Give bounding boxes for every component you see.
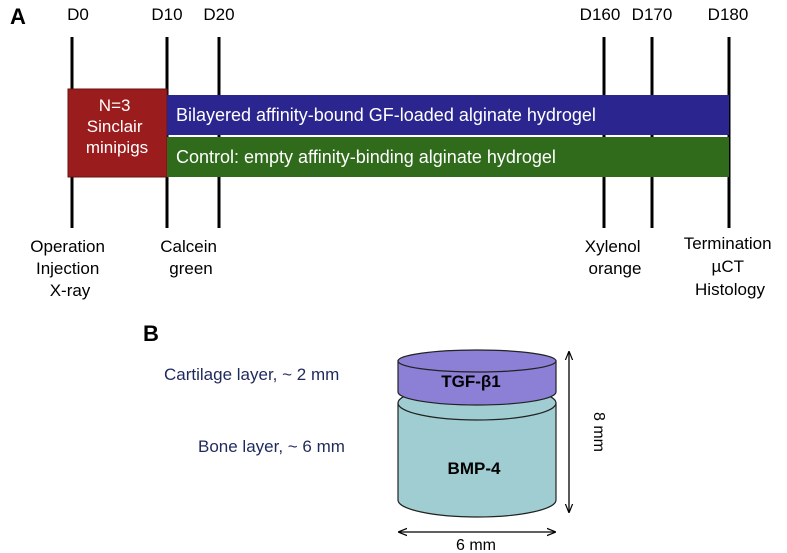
panel-b-label: B [143,321,159,346]
subjects-line-3: minipigs [86,138,148,157]
cartilage-layer-cylinder [397,349,557,406]
subjects-line-1: N=3 [99,96,131,115]
treatment-bar [167,95,729,135]
event-d0: Operation Injection X-ray [30,237,109,300]
control-bar [167,137,729,177]
subjects-text: N=3 Sinclair minipigs [86,96,148,157]
cartilage-layer-label: Cartilage layer, ~ 2 mm [164,365,339,384]
treatment-bar-label: Bilayered affinity-bound GF-loaded algin… [176,105,596,125]
day-label-d10: D10 [151,5,182,24]
day-label-d160: D160 [580,5,621,24]
day-label-d180: D180 [708,5,749,24]
event-d180: Termination µCT Histology [684,234,777,299]
height-dimension-label: 8 mm [590,412,607,452]
panel-a-label: A [10,4,26,29]
day-label-d0: D0 [67,5,89,24]
panel-a: A D0 D10 D20 D160 D170 D180 N=3 Sinclair… [10,4,777,300]
event-d10: Calcein green [160,237,221,278]
bone-layer-cylinder [397,385,557,518]
day-label-d170: D170 [632,5,673,24]
panel-b: B Cartilage layer, ~ 2 mm Bone layer, ~ … [143,321,607,553]
bone-layer-label: Bone layer, ~ 6 mm [198,437,345,456]
top-layer-factor: TGF-β1 [441,372,500,391]
event-d160: Xylenol orange [585,237,646,278]
control-bar-label: Control: empty affinity-binding alginate… [176,147,556,167]
width-dimension-label: 6 mm [456,537,496,553]
day-label-d20: D20 [203,5,234,24]
subjects-box [67,88,168,178]
bottom-layer-factor: BMP-4 [448,459,501,478]
subjects-line-2: Sinclair [87,117,143,136]
